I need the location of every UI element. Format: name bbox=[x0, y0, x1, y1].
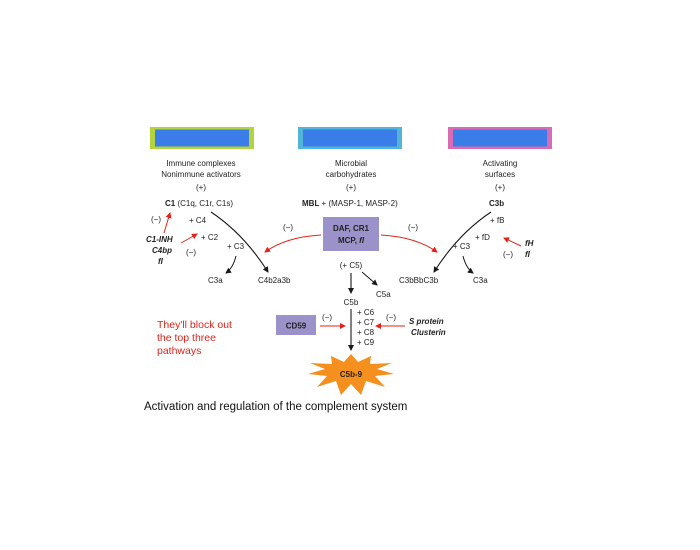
clusterin-label: Clusterin bbox=[411, 328, 446, 337]
daf-cr1-label: DAF, CR1 bbox=[333, 224, 370, 233]
cd59-minus: (−) bbox=[322, 313, 332, 322]
c4bp-inhibit-arrow bbox=[180, 233, 198, 244]
fh-minus: (−) bbox=[503, 250, 513, 259]
classical-plus: (+) bbox=[196, 183, 206, 192]
daf-inhibit-right-arrow bbox=[380, 234, 438, 253]
alternative-plus: (+) bbox=[495, 183, 505, 192]
classical-header-fill bbox=[155, 129, 249, 147]
step-c7: + C7 bbox=[357, 318, 375, 327]
inhibitor-fi-left: fI bbox=[158, 257, 164, 266]
c1-inh-inhibit-arrow bbox=[163, 212, 172, 234]
alternative-cascade-arrow bbox=[433, 211, 492, 273]
classical-step-c4: + C4 bbox=[189, 216, 207, 225]
classical-product-c3a: C3a bbox=[208, 276, 223, 285]
inhibitor-c4bp: C4bp bbox=[152, 246, 172, 255]
classical-step-c2: + C2 bbox=[201, 233, 219, 242]
s-protein-minus: (−) bbox=[386, 313, 396, 322]
alternative-header-fill bbox=[453, 129, 547, 147]
s-protein-label: S protein bbox=[409, 317, 444, 326]
cd59-label: CD59 bbox=[286, 322, 307, 331]
step-c8: + C8 bbox=[357, 328, 375, 337]
plus-c5-label: (+ C5) bbox=[340, 261, 363, 270]
daf-inhibit-left-arrow bbox=[264, 234, 322, 253]
c5b-label: C5b bbox=[344, 298, 359, 307]
c1-label: C1 (C1q, C1r, C1s) bbox=[165, 199, 233, 208]
alternative-source-line1: Activating bbox=[483, 159, 518, 168]
mac-starburst bbox=[308, 354, 394, 395]
figure-caption: Activation and regulation of the complem… bbox=[144, 401, 407, 413]
alternative-step-fb: + fB bbox=[490, 216, 504, 225]
inhibitor-fi-right: fI bbox=[525, 250, 531, 259]
alternative-source-line2: surfaces bbox=[485, 170, 515, 179]
daf-left-minus: (−) bbox=[283, 223, 293, 232]
step-c6: + C6 bbox=[357, 308, 375, 317]
lectin-header-fill bbox=[303, 129, 397, 147]
fh-inhibit-arrow bbox=[503, 237, 522, 247]
alternative-c3a-arrow bbox=[462, 255, 474, 274]
note-line3: pathways bbox=[157, 345, 201, 357]
alternative-product-convertase: C3bBbC3b bbox=[399, 276, 439, 285]
c3b-label: C3b bbox=[489, 199, 504, 208]
classical-product-convertase: C4b2a3b bbox=[258, 276, 291, 285]
lectin-source-line1: Microbial bbox=[335, 159, 367, 168]
mcp-fi-label: MCP, fI bbox=[338, 236, 365, 245]
c5a-label: C5a bbox=[376, 290, 391, 299]
alternative-step-c3: + C3 bbox=[453, 242, 471, 251]
c5a-arrow bbox=[361, 271, 378, 286]
mac-label: C5b-9 bbox=[340, 370, 363, 379]
mbl-label: MBL + (MASP-1, MASP-2) bbox=[302, 199, 398, 208]
lectin-plus: (+) bbox=[346, 183, 356, 192]
classical-minus: (−) bbox=[151, 215, 161, 224]
alternative-product-c3a: C3a bbox=[473, 276, 488, 285]
alternative-step-fd: + fD bbox=[475, 233, 490, 242]
classical-cascade-arrow bbox=[210, 211, 269, 273]
c4bp-minus: (−) bbox=[186, 248, 196, 257]
classical-source-line2: Nonimmune activators bbox=[161, 170, 241, 179]
daf-cr1-mcp-box bbox=[323, 217, 379, 251]
classical-step-c3: + C3 bbox=[227, 242, 245, 251]
inhibitor-fh: fH bbox=[525, 239, 534, 248]
note-line1: They'll block out bbox=[157, 319, 232, 331]
note-line2: the top three bbox=[157, 332, 216, 344]
daf-right-minus: (−) bbox=[408, 223, 418, 232]
cd59-box bbox=[276, 315, 316, 335]
inhibitor-c1-inh: C1-INH bbox=[146, 235, 173, 244]
classical-c3a-arrow bbox=[225, 255, 237, 274]
step-c9: + C9 bbox=[357, 338, 375, 347]
classical-source-line1: Immune complexes bbox=[166, 159, 235, 168]
lectin-source-line2: carbohydrates bbox=[326, 170, 377, 179]
